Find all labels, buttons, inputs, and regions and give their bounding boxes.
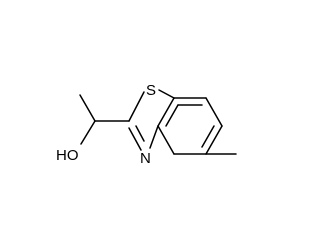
- nitrogen-atom-label: N: [140, 150, 151, 167]
- bond-c3a-c7a: [157, 97, 175, 127]
- bond-c4-c3a: [157, 125, 175, 155]
- structure-canvas: S N HO: [56, 82, 237, 167]
- bond-ch-oh: [80, 120, 96, 145]
- bond-c7a-s: [158, 89, 175, 99]
- bond-n-c3a: [149, 125, 159, 149]
- bond-s-c2: [128, 91, 145, 122]
- sulfur-atom-label: S: [146, 82, 156, 99]
- bond-c7-c6: [205, 97, 223, 127]
- bond-c6-c5: [205, 125, 223, 155]
- bond-c2-n-double: [135, 125, 145, 142]
- bond-c3a-c7a-inner: [165, 104, 179, 127]
- hydroxyl-label: HO: [56, 147, 79, 164]
- bond-c2-n: [128, 127, 142, 151]
- molecule-drawing: S N HO: [56, 82, 237, 167]
- bond-ch-methyl: [79, 94, 96, 122]
- bond-c6-c5-inner: [201, 125, 215, 148]
